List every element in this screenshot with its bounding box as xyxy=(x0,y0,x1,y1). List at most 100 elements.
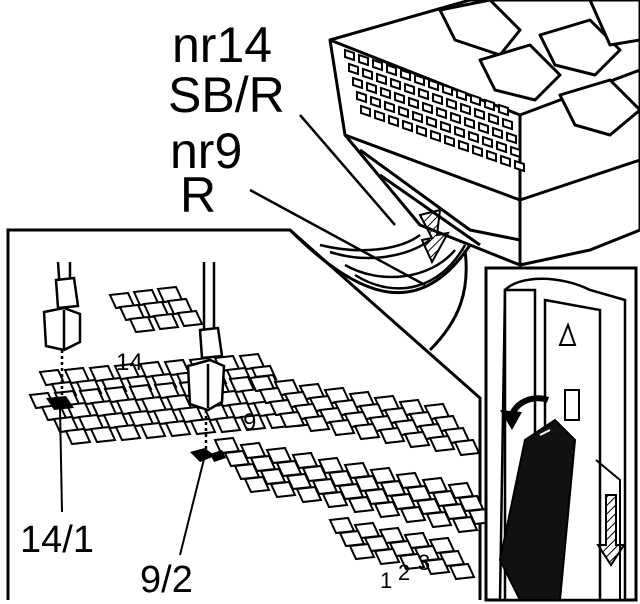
connector-slot xyxy=(356,90,367,104)
terminal-cavity xyxy=(428,434,456,453)
connector-slot xyxy=(352,76,363,90)
connector-slot xyxy=(450,111,461,125)
pin-14-1-label: 14/1 xyxy=(20,519,94,561)
connector-slot xyxy=(478,121,489,135)
connector-slot xyxy=(386,63,397,77)
connector-slot xyxy=(482,135,493,149)
row-3-label: 3 xyxy=(418,550,430,575)
connector-slot xyxy=(500,154,511,168)
connector-slot xyxy=(510,145,521,159)
connector-slot xyxy=(372,58,383,72)
terminal-cavity xyxy=(348,542,376,561)
terminal-cavity xyxy=(152,312,180,331)
connector-slot xyxy=(470,93,481,107)
terminal-cavity xyxy=(347,495,375,514)
connector-slot xyxy=(388,114,399,128)
connector-slot xyxy=(358,53,369,67)
terminal-cavity xyxy=(295,485,323,504)
connector-slot xyxy=(440,120,451,134)
connector-slot xyxy=(442,83,453,97)
connector-slot xyxy=(380,86,391,100)
connector-slot xyxy=(370,95,381,109)
connector-slot xyxy=(374,109,385,123)
terminal-cavity xyxy=(128,315,156,334)
pin-marker-9-2 xyxy=(190,448,226,462)
row-1-label: 1 xyxy=(380,568,392,593)
terminal-cavity xyxy=(303,414,331,433)
connector-slot xyxy=(402,119,413,133)
terminal-cavity xyxy=(328,516,356,535)
terminal-cavity xyxy=(399,505,427,524)
connector-slot xyxy=(468,130,479,144)
connector-slot xyxy=(418,87,429,101)
connector-slot xyxy=(412,110,423,124)
connector-slot xyxy=(506,131,517,145)
connector-slot xyxy=(422,101,433,115)
terminal-cavity xyxy=(89,425,117,444)
connector-slot xyxy=(414,73,425,87)
wire-bundle xyxy=(319,233,467,290)
terminal-9 xyxy=(186,262,226,450)
connector-slot xyxy=(502,117,513,131)
terminal-cavity xyxy=(378,426,406,445)
wire-b-color-label: R xyxy=(180,167,216,223)
terminal-cavity xyxy=(213,436,241,455)
cavity-9-label: 9 xyxy=(243,409,256,436)
connector-slot xyxy=(384,100,395,114)
connector-slot xyxy=(474,107,485,121)
connector-slot xyxy=(436,106,447,120)
connector-slot xyxy=(498,103,509,117)
connector-slot xyxy=(344,48,355,62)
connector-slot xyxy=(446,97,457,111)
connector-slot xyxy=(376,72,387,86)
terminal-cavity xyxy=(64,427,92,446)
pin-leader-lines xyxy=(59,407,206,556)
terminal-cavity xyxy=(398,552,426,571)
wire-a-number-label: nr14 xyxy=(172,17,272,73)
terminal-cavity xyxy=(239,413,267,432)
connector-slot xyxy=(444,134,455,148)
terminal-cavity xyxy=(164,419,192,438)
wire-a-color-label: SB/R xyxy=(168,67,285,123)
terminal-14 xyxy=(42,261,82,408)
connector-slot xyxy=(464,116,475,130)
terminal-cavity xyxy=(278,410,306,429)
connector-slot xyxy=(460,102,471,116)
detail-panel-frame xyxy=(6,228,482,600)
cavity-14-label: 14 xyxy=(116,349,143,376)
connector-slot xyxy=(390,77,401,91)
connector-slot xyxy=(454,125,465,139)
terminal-cavity xyxy=(214,415,242,434)
connector-slot xyxy=(360,104,371,118)
connector-slot xyxy=(366,81,377,95)
pin-9-2-label: 9/2 xyxy=(140,559,193,601)
connector-slot xyxy=(398,105,409,119)
connector-slot xyxy=(404,82,415,96)
connector-slot xyxy=(456,88,467,102)
terminal-cavity xyxy=(114,423,142,442)
terminal-cavity xyxy=(176,309,204,328)
row-2-label: 2 xyxy=(398,560,410,585)
terminal-cavity xyxy=(328,418,356,437)
connector-terminal-slots xyxy=(344,48,525,173)
terminal-cavity xyxy=(373,500,401,519)
connector-slot xyxy=(496,140,507,154)
connector-slot xyxy=(426,115,437,129)
connector-slot xyxy=(472,144,483,158)
connector-slot xyxy=(488,112,499,126)
connector-slot xyxy=(492,126,503,140)
connector-slot xyxy=(514,159,525,173)
terminal-cavity xyxy=(189,417,217,436)
connector-slot xyxy=(394,91,405,105)
leader-lines xyxy=(249,114,426,287)
connector-slot xyxy=(362,67,373,81)
connector-slot xyxy=(458,139,469,153)
terminal-cavity xyxy=(243,475,271,494)
terminal-cavity xyxy=(451,515,479,534)
inset-panel xyxy=(484,266,638,602)
connector-slot xyxy=(428,78,439,92)
terminal-cavity xyxy=(321,490,349,509)
connector-slot xyxy=(348,62,359,76)
connector-slot xyxy=(430,129,441,143)
insertion-arrow-icon xyxy=(418,208,450,265)
